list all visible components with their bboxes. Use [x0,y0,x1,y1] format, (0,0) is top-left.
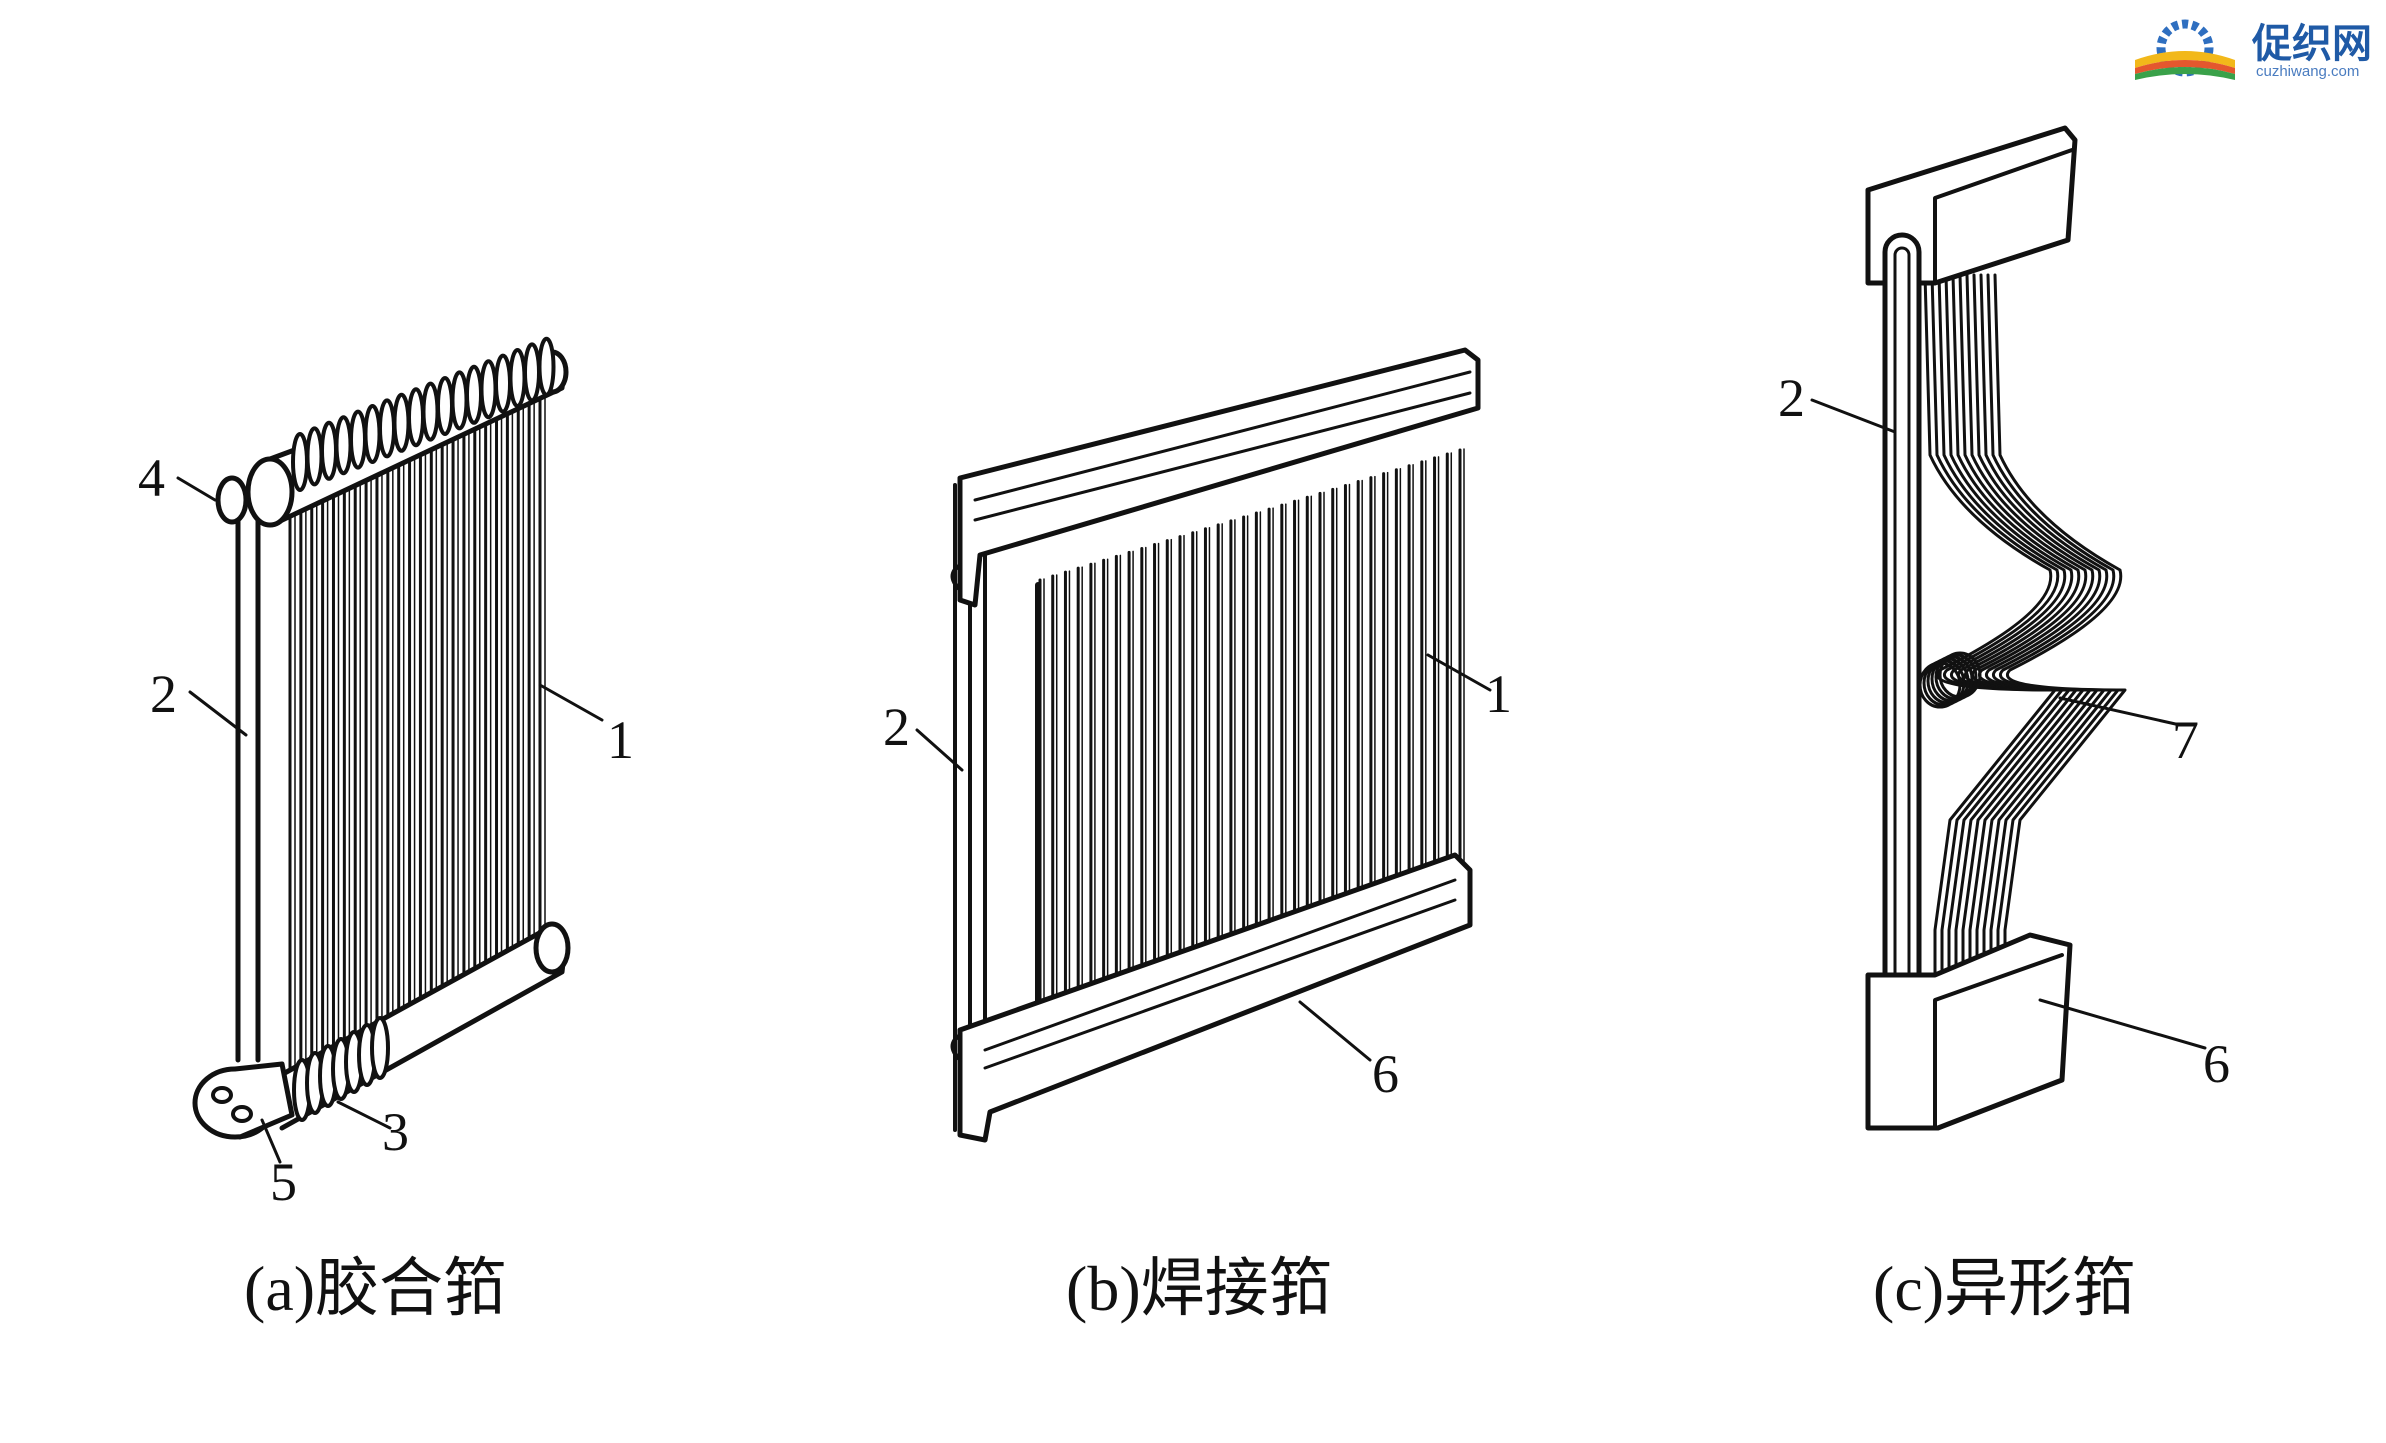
coil-turn [465,364,483,425]
coil-turn [378,398,396,459]
coil-turn [349,409,367,470]
reed-wires [1035,448,1465,1053]
coil-turn [363,404,382,464]
coil-turn [450,370,469,431]
coil-turn [421,381,440,442]
coil-turn [305,426,324,487]
callout-3: 3 [382,1102,409,1162]
binding-coil-bottom [292,1016,390,1122]
callout-1: 1 [1485,664,1512,724]
callout-2: 2 [1778,368,1805,428]
coil-turn [494,353,512,414]
coil-turn [523,342,541,403]
site-logo: 促织网 cuzhiwang.com [2135,19,2372,80]
end-block [192,1061,295,1140]
bottom-block [1865,932,2073,1131]
coil-turn [436,376,454,436]
leader-lines [915,653,1492,1062]
figure-a-glued-reed [176,336,604,1164]
callout-2: 2 [883,697,910,757]
coil-turn [320,420,338,481]
caption-b: (b)焊接筘 [1066,1253,1333,1324]
leader-lines [1810,398,2207,1050]
coil-turn [537,336,556,397]
callout-6: 6 [1372,1044,1399,1104]
coil-turn [370,1016,390,1080]
callout-1: 1 [607,710,634,770]
logo-book-icon [2135,51,2235,80]
coil-turn [1938,651,1982,699]
binding-coil-top [291,336,556,492]
callout-4: 4 [138,448,165,508]
end-cap [215,475,249,525]
leader-lines [176,476,604,1164]
profiled-dent [1993,273,2127,987]
callout-6: 6 [2203,1034,2230,1094]
coil-turn [1934,653,1978,701]
coil-turn [291,432,309,492]
reed-wires [288,377,546,1092]
figure-b-welded-reed [915,347,1492,1143]
coil-turn [479,359,498,420]
callout-5: 5 [270,1152,297,1212]
logo-domain: cuzhiwang.com [2256,63,2359,80]
caption-a: (a)胶合筘 [244,1253,507,1324]
side-baulk [1882,232,1922,1093]
reed-wires [1918,273,2127,987]
coil-turn [334,415,353,476]
callouts: 4 2 1 3 5 2 1 6 2 7 6 [138,368,2230,1212]
coil-turn [508,348,527,408]
bottom-channel [950,852,1473,1143]
caption-c: (c)异形筘 [1873,1253,2136,1324]
coil-turn [407,387,425,448]
callout-2: 2 [150,664,177,724]
side-baulk [235,497,261,1063]
logo-name: 促织网 [2251,21,2372,67]
figure-c-profiled-reed [1810,125,2207,1131]
top-channel [950,347,1481,608]
callout-7: 7 [2172,710,2199,770]
coil-turn [1930,655,1974,703]
coil-turn [392,392,411,453]
